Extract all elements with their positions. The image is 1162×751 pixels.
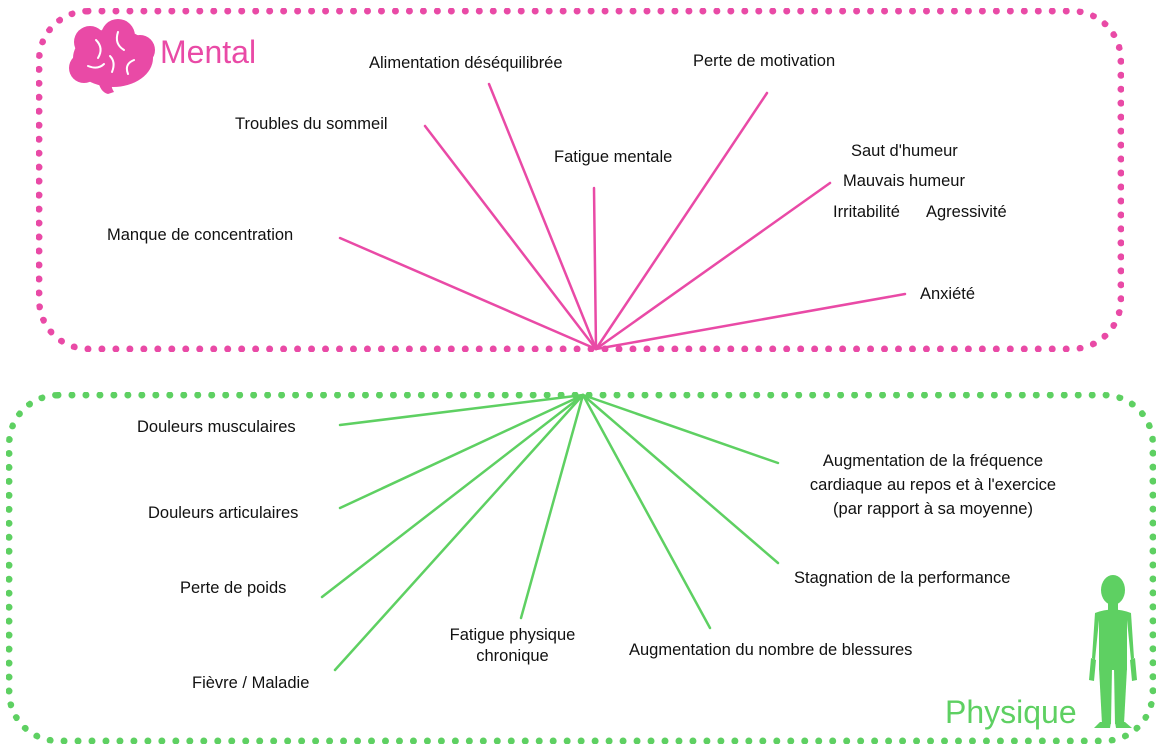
label-motivation: Perte de motivation (693, 52, 836, 70)
label-musculaires: Douleurs musculaires (137, 418, 296, 436)
label-fatigue-physique-line2: chronique (476, 647, 549, 665)
line-humeur (594, 181, 832, 351)
label-stagnation: Stagnation de la performance (794, 569, 1011, 587)
label-anxiete: Anxiété (920, 285, 976, 303)
label-frequence-line3: (par rapport à sa moyenne) (833, 500, 1033, 518)
brain-icon (69, 19, 155, 94)
label-frequence-line2: cardiaque au repos et à l'exercice (809, 476, 1057, 494)
line-fatigue-physique (519, 393, 585, 620)
line-frequence (581, 393, 780, 465)
label-sommeil: Troubles du sommeil (235, 115, 388, 133)
label-poids: Perte de poids (180, 579, 287, 597)
label-fatigue-physique: Fatigue physique chronique (420, 625, 605, 667)
label-blessures: Augmentation du nombre de blessures (629, 641, 913, 659)
human-body-icon (1089, 575, 1137, 728)
mental-title: Mental (160, 34, 257, 70)
label-fievre: Fièvre / Maladie (192, 674, 310, 692)
mental-section-border (36, 8, 1124, 352)
line-poids (320, 393, 585, 599)
line-concentration (338, 236, 598, 351)
line-musculaires (338, 393, 585, 427)
line-blessures (581, 393, 712, 630)
line-fievre (333, 393, 585, 672)
line-sommeil (423, 124, 598, 351)
physique-title: Physique (945, 694, 1077, 730)
line-anxiete (594, 292, 907, 351)
label-concentration: Manque de concentration (107, 226, 294, 244)
label-fatigue-physique-line1: Fatigue physique (449, 626, 576, 644)
label-saut-humeur: Saut d'humeur (851, 142, 958, 160)
label-agressivite: Agressivité (926, 203, 1007, 221)
line-alimentation (487, 82, 598, 351)
label-frequence-line1: Augmentation de la fréquence (822, 452, 1044, 470)
label-frequence: Augmentation de la fréquence cardiaque a… (788, 449, 1078, 521)
line-articulaires (338, 393, 585, 510)
line-motivation (594, 91, 769, 351)
label-irritabilite: Irritabilité (833, 203, 900, 221)
label-mauvais-humeur: Mauvais humeur (843, 172, 965, 190)
label-fatigue-mentale: Fatigue mentale (554, 148, 673, 166)
label-articulaires: Douleurs articulaires (148, 504, 299, 522)
line-stagnation (581, 393, 780, 565)
label-alimentation: Alimentation déséquilibrée (369, 54, 563, 72)
line-fatigue-mentale (592, 186, 598, 351)
